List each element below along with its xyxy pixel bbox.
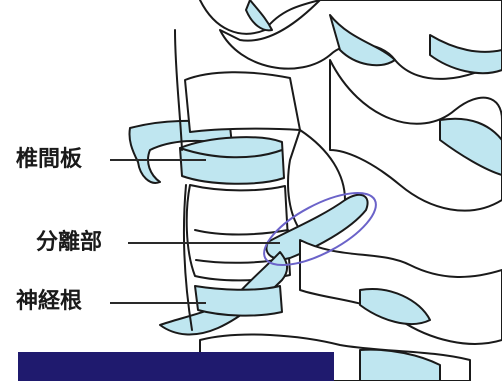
upper-body (185, 72, 300, 132)
caption-bar (18, 352, 334, 381)
lower-disc-highlight (195, 286, 282, 316)
pars-label: 分離部 (36, 232, 102, 254)
root-label: 神経根 (16, 291, 82, 313)
lower-lamina (300, 240, 502, 344)
disc-label: 椎間板 (16, 149, 82, 171)
disc-leader-line (110, 159, 206, 161)
pars-leader-line (128, 242, 280, 244)
root-leader-line (110, 302, 206, 304)
